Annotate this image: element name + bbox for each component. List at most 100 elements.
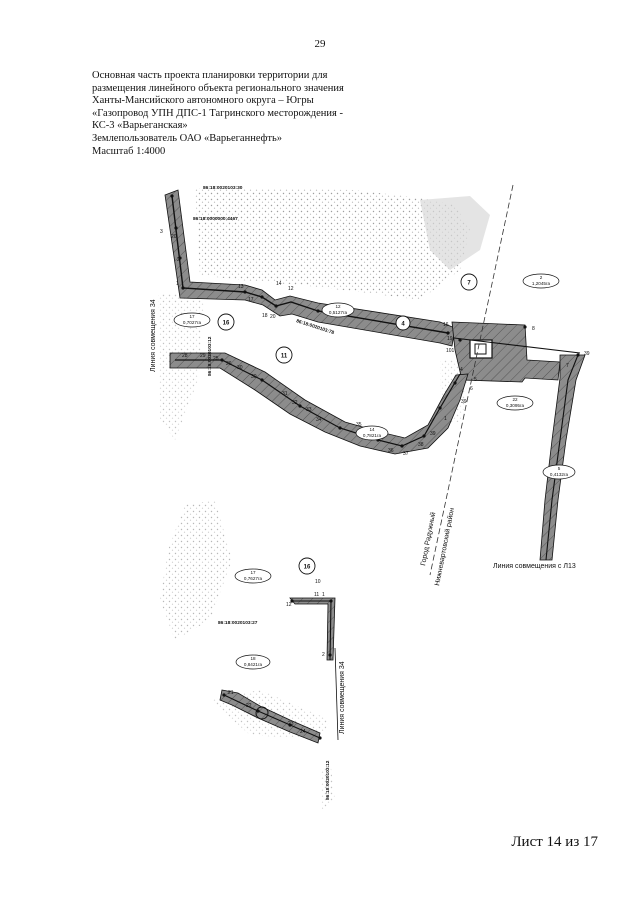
point-label: 7 [566,363,569,369]
parcel-number: 86:18:0020103:12 [325,760,331,800]
pipeline-corridor-right [539,354,586,561]
point-label: 30 [251,374,257,380]
svg-text:16: 16 [223,321,230,327]
svg-text:0,7027га: 0,7027га [183,320,202,325]
area-oval: 2 1,2045га [522,273,560,289]
zone-circle: 11 [275,346,293,364]
point-label: 14 [276,281,282,287]
terrain-background [158,188,490,810]
zone-circle: 16 [217,313,235,331]
header-line: Ханты-Мансийского автономного округа – Ю… [92,95,314,107]
point-label: 25 [213,356,219,362]
point-label: 1 [176,281,179,287]
point-label: 23 [288,721,294,727]
area-oval: 14 0,7821га [355,425,389,441]
header-line: Землепользователь ОАО «Варьеганнефть» [92,132,283,144]
header-line: размещения линейного объекта регионально… [92,82,344,94]
svg-text:0,4132га: 0,4132га [550,472,569,477]
point-label: 28 [182,353,188,359]
point-label: 22 [246,703,252,709]
district-boundary [429,184,514,576]
point-label: 16 [443,322,449,328]
point-label: 34 [316,417,322,423]
point-label: 20 [171,234,177,240]
point-label: 2 [177,257,180,263]
area-oval: 22 0,3095га [496,395,534,411]
point-label: 12 [288,286,294,292]
svg-text:4: 4 [401,322,405,328]
point-label: 39 [584,351,590,357]
point-label: 35 [356,422,362,428]
point-label: 38 [418,442,424,448]
svg-text:16: 16 [304,565,311,571]
point-markers [170,194,580,740]
point-label: 18 [262,313,268,319]
zone-circle: 4 [395,315,411,331]
city-label: Город Радужный [419,511,437,566]
point-label: 11 [314,592,319,598]
point-label: 33 [306,407,312,413]
page-number: 29 [314,38,326,50]
point-label: 32 [292,400,298,406]
svg-text:22: 22 [512,397,518,402]
junction-line-label: Линия совмещения 34 [339,661,346,734]
point-label: 26 [226,361,232,367]
zone-circles: 16 11 7 4 16 [217,273,478,720]
point-label: 3 [160,229,163,235]
area-oval: 17 0,7027га [173,312,211,328]
pipeline-corridor-curve [169,352,469,455]
point-label: 17 [248,297,254,303]
point-label: 29 [200,353,206,359]
area-labels: 17 0,7027га 12 0,5127га 2 1,2045га 22 0,… [173,273,576,670]
point-label: 24 [300,729,306,735]
area-oval: 17 0,7627га [234,568,272,584]
point-label: 8 [532,326,535,332]
zone-circle: 7 [460,273,478,291]
sheet-number: Лист 14 из 17 [511,834,598,850]
header-line: КС-3 «Варьеганская» [92,120,188,132]
point-label: 19 [447,336,453,342]
point-label: 2 [322,652,325,658]
svg-text:7: 7 [467,281,471,287]
point-label: 1 [322,592,325,598]
scale-line: Масштаб 1:4000 [92,145,166,157]
header-line: «Газопровод УПН ДПС-1 Тагринского местор… [92,107,343,119]
parcel-number: 86:18:0020103:12 [207,336,213,376]
area-oval: 5 0,4132га [542,464,576,480]
point-label: 36 [388,448,394,454]
point-label: 37 [403,451,409,457]
svg-text:11: 11 [281,354,288,360]
point-label: 12 [286,602,292,608]
point-label: 13 [238,284,244,290]
point-label: 39 [430,431,436,437]
zone-circle: 16 [298,557,316,575]
point-label: 1 [444,416,447,422]
junction-line-label: Линия совмещения с Л13 [493,563,576,570]
zone-circle [255,706,269,720]
svg-text:0,3095га: 0,3095га [506,403,525,408]
pipeline-corridor-upper [164,189,581,383]
svg-text:1,2045га: 1,2045га [532,281,551,286]
svg-text:17: 17 [250,570,256,575]
document-header: Основная часть проекта планировки террит… [92,70,412,158]
svg-text:0,8421га: 0,8421га [244,662,263,667]
svg-text:5: 5 [558,466,561,471]
svg-text:0,5127га: 0,5127га [329,310,348,315]
point-label: 31 [282,391,288,397]
point-label: 5 [474,377,477,383]
point-label: 6 [470,386,473,392]
svg-text:0,7821га: 0,7821га [363,433,382,438]
district-label: Нижневартовский район [433,507,456,586]
svg-text:0,7627га: 0,7627га [244,576,263,581]
parcel-number: 86:18:0020103:30 [203,185,243,191]
point-label: 30 [237,365,243,371]
svg-text:12: 12 [335,304,341,309]
area-oval: 18 0,8421га [235,654,271,670]
point-label: 21 [228,690,234,696]
point-label: 101 [446,348,455,354]
svg-text:2: 2 [540,275,543,280]
area-oval: 12 0,5127га [321,302,355,318]
point-label: 39 [461,399,467,405]
junction-line-label: Линия совмещения 34 [150,299,157,372]
